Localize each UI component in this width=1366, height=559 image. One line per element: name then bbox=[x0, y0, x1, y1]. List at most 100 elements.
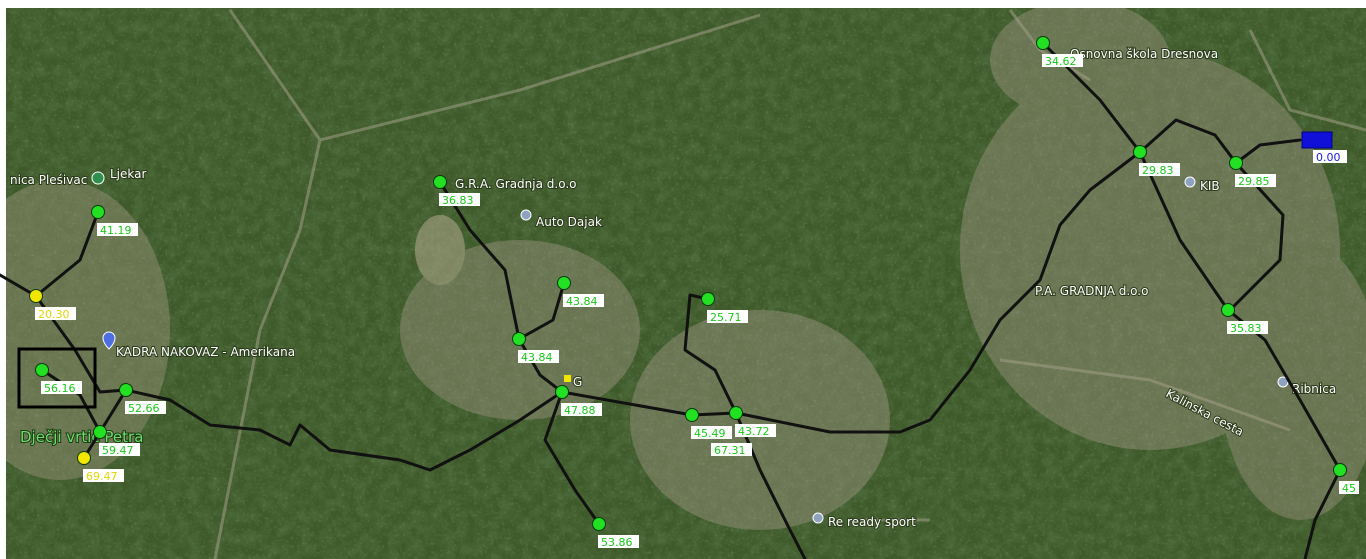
junction-node[interactable] bbox=[91, 205, 105, 219]
poi-label: Ljekar bbox=[110, 167, 146, 181]
node-value-label: 0.00 bbox=[1313, 150, 1347, 164]
junction-node[interactable] bbox=[555, 385, 569, 399]
node-value-label: 41.19 bbox=[97, 223, 138, 237]
junction-node[interactable] bbox=[685, 408, 699, 422]
label-background bbox=[598, 535, 639, 548]
marker-label: G bbox=[573, 375, 582, 389]
label-background bbox=[561, 403, 602, 416]
label-background bbox=[1235, 174, 1276, 187]
node-value-label: 53.86 bbox=[598, 535, 639, 549]
junction-node[interactable] bbox=[93, 425, 107, 439]
label-background bbox=[563, 294, 604, 307]
label-background bbox=[83, 469, 124, 482]
node-value: 53.86 bbox=[601, 536, 633, 549]
node-value: 36.83 bbox=[442, 194, 474, 207]
pipe bbox=[40, 368, 102, 434]
label-background bbox=[35, 307, 76, 320]
label-background bbox=[97, 223, 138, 236]
node-value: 45 bbox=[1342, 482, 1356, 495]
label-background bbox=[691, 426, 732, 439]
pipe bbox=[1303, 468, 1342, 559]
node-value: 47.88 bbox=[564, 404, 596, 417]
node-value: 34.62 bbox=[1045, 55, 1077, 68]
junction-layer bbox=[29, 36, 1347, 531]
poi-label: Osnovna škola Dresnova bbox=[1070, 47, 1218, 61]
poi-label: Auto Dajak bbox=[536, 215, 602, 229]
map-left-border bbox=[0, 0, 6, 559]
poi-label: Ribnica bbox=[1292, 382, 1336, 396]
node-value-label: 45 bbox=[1339, 481, 1359, 495]
node-value-label: 29.83 bbox=[1139, 163, 1180, 177]
pipe bbox=[517, 281, 566, 341]
junction-node[interactable] bbox=[119, 383, 133, 397]
junction-node[interactable] bbox=[592, 517, 606, 531]
poi-label: P.A. GRADNJA d.o.o bbox=[1035, 284, 1148, 298]
node-value: 0.00 bbox=[1316, 151, 1341, 164]
node-value-label: 67.31 bbox=[711, 443, 752, 457]
node-value: 25.71 bbox=[710, 311, 742, 324]
pipe bbox=[124, 388, 564, 472]
node-value: 69.47 bbox=[86, 470, 118, 483]
node-value: 20.30 bbox=[38, 308, 70, 321]
label-background bbox=[1227, 321, 1268, 334]
node-value-label: 43.72 bbox=[735, 424, 776, 438]
poi-label: KADRA NAKOVAZ - Amerikana bbox=[116, 345, 295, 359]
pipe bbox=[734, 150, 1142, 434]
node-value-label: 36.83 bbox=[439, 193, 480, 207]
poi-label: KIB bbox=[1200, 179, 1220, 193]
pharmacy-icon bbox=[91, 171, 105, 185]
label-background bbox=[1313, 150, 1347, 163]
label-background bbox=[711, 443, 752, 456]
node-value-label: 47.88 bbox=[561, 403, 602, 417]
junction-node[interactable] bbox=[557, 276, 571, 290]
place-label: Dječji vrtić Petra bbox=[20, 428, 143, 446]
label-background bbox=[439, 193, 480, 206]
node-value-label: 29.85 bbox=[1235, 174, 1276, 188]
node-value: 35.83 bbox=[1230, 322, 1262, 335]
node-value-label: 52.66 bbox=[125, 401, 166, 415]
node-value-label: 69.47 bbox=[83, 469, 124, 483]
pipe bbox=[734, 411, 807, 559]
node-value: 43.84 bbox=[566, 295, 598, 308]
junction-node[interactable] bbox=[433, 175, 447, 189]
label-background bbox=[1339, 481, 1359, 494]
poi-label: Re ready sport bbox=[828, 515, 916, 529]
junction-node[interactable] bbox=[1036, 36, 1050, 50]
junction-node[interactable] bbox=[512, 332, 526, 346]
junction-node[interactable] bbox=[1221, 303, 1235, 317]
node-value-label: 59.47 bbox=[99, 443, 140, 457]
junction-node[interactable] bbox=[35, 363, 49, 377]
label-background bbox=[125, 401, 166, 414]
junction-node[interactable] bbox=[29, 289, 43, 303]
place-pin-icon bbox=[1184, 176, 1196, 188]
junction-node[interactable] bbox=[701, 292, 715, 306]
pipe bbox=[1228, 161, 1285, 312]
label-background bbox=[707, 310, 748, 323]
place-pin-icon bbox=[102, 331, 116, 350]
label-background bbox=[1139, 163, 1180, 176]
pipe bbox=[683, 293, 738, 415]
pipe bbox=[1234, 138, 1302, 165]
junction-node[interactable] bbox=[1333, 463, 1347, 477]
node-value: 45.49 bbox=[694, 427, 726, 440]
pipe bbox=[1138, 150, 1230, 312]
node-value: 43.84 bbox=[521, 351, 553, 364]
poi-layer: nica Pleśivac Ljekar G.R.A. Gradnja d.o.… bbox=[9, 46, 1337, 530]
junction-node[interactable] bbox=[1133, 145, 1147, 159]
label-layer: 34.6229.8329.850.0035.8341.1920.3056.165… bbox=[35, 54, 1359, 549]
node-value-label: 43.84 bbox=[563, 294, 604, 308]
junction-node[interactable] bbox=[1229, 156, 1243, 170]
node-value-label: 43.84 bbox=[518, 350, 559, 364]
place-pin-icon bbox=[812, 512, 824, 524]
node-value-label: 34.62 bbox=[1042, 54, 1083, 68]
reservoir-icon[interactable] bbox=[1301, 131, 1333, 149]
junction-node[interactable] bbox=[77, 451, 91, 465]
pipe bbox=[98, 388, 128, 434]
poi-label: G.R.A. Gradnja d.o.o bbox=[455, 177, 577, 191]
place-pin-icon bbox=[520, 209, 532, 221]
junction-node[interactable] bbox=[729, 406, 743, 420]
label-background bbox=[41, 381, 82, 394]
node-value: 52.66 bbox=[128, 402, 160, 415]
